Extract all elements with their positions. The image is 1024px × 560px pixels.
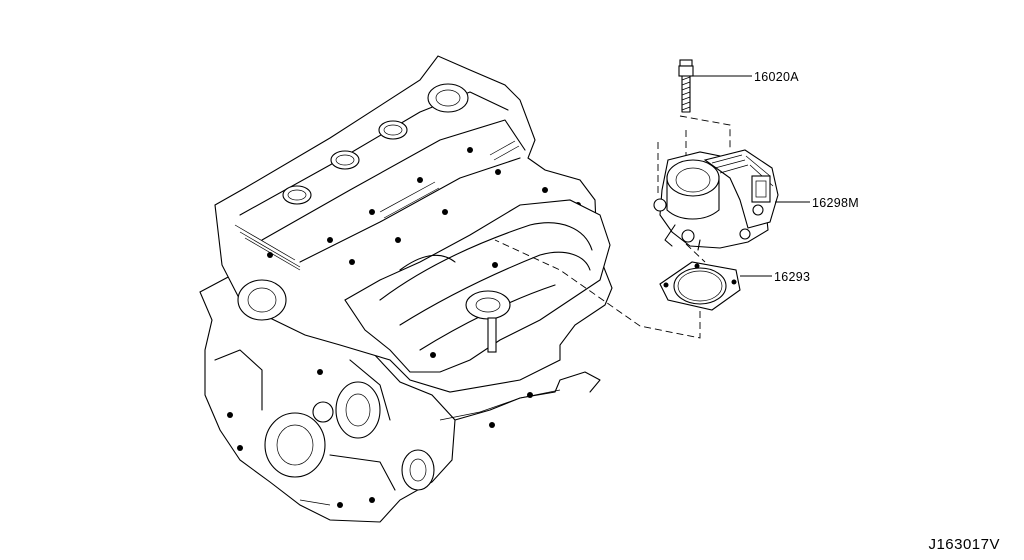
part-number-label[interactable]: 16298M [812,196,859,210]
throttle-body-icon [653,149,779,251]
leader-lines [692,75,810,277]
bolt-icon [678,59,694,113]
diagram-code: J163017V [928,536,1000,553]
part-number-label[interactable]: 16293 [774,270,810,284]
assembly-guide-lines [494,115,731,339]
engine-assembly-icon [199,55,613,523]
part-number-label[interactable]: 16020A [754,70,799,84]
gasket-icon [659,261,741,311]
